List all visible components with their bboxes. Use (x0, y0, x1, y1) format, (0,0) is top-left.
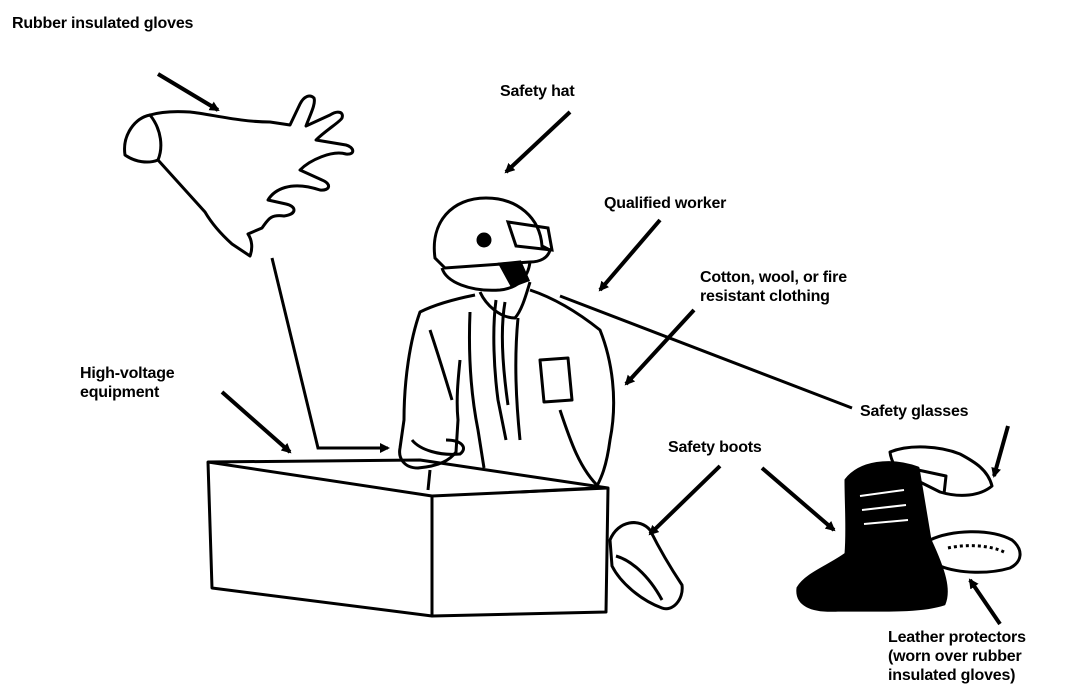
label-safety-glasses: Safety glasses (860, 402, 968, 421)
worker-boot-drawing (610, 523, 682, 609)
label-rubber-gloves: Rubber insulated gloves (12, 14, 193, 33)
arrow-leather-protectors (970, 580, 1000, 624)
equipment-box-drawing (208, 460, 608, 616)
line-glove-to-hand (272, 258, 388, 448)
label-leather-line2: (worn over rubber (888, 647, 1026, 666)
label-qualified-worker: Qualified worker (604, 194, 726, 213)
leather-protector-drawing (928, 532, 1020, 573)
line-glasses-to-worker (560, 296, 852, 408)
label-leather-line1: Leather protectors (888, 628, 1026, 647)
arrow-safety-glasses (994, 426, 1008, 476)
arrow-qualified-worker (600, 220, 660, 290)
arrow-rubber-gloves (158, 74, 218, 110)
label-leather-line3: insulated gloves) (888, 666, 1026, 685)
label-high-voltage-line2: equipment (80, 383, 175, 402)
label-high-voltage: High-voltage equipment (80, 364, 175, 402)
arrow-safety-hat (506, 112, 570, 172)
label-clothing: Cotton, wool, or fire resistant clothing (700, 268, 847, 306)
arrow-safety-boots-right (762, 468, 834, 530)
arrow-safety-boots-worker (650, 466, 720, 534)
label-leather-protectors: Leather protectors (worn over rubber ins… (888, 628, 1026, 685)
arrow-clothing (626, 310, 694, 384)
label-safety-boots: Safety boots (668, 438, 762, 457)
rubber-glove-drawing (125, 96, 353, 256)
label-safety-hat: Safety hat (500, 82, 574, 101)
label-high-voltage-line1: High-voltage (80, 364, 175, 383)
label-clothing-line1: Cotton, wool, or fire (700, 268, 847, 287)
label-clothing-line2: resistant clothing (700, 287, 847, 306)
arrow-high-voltage (222, 392, 290, 452)
